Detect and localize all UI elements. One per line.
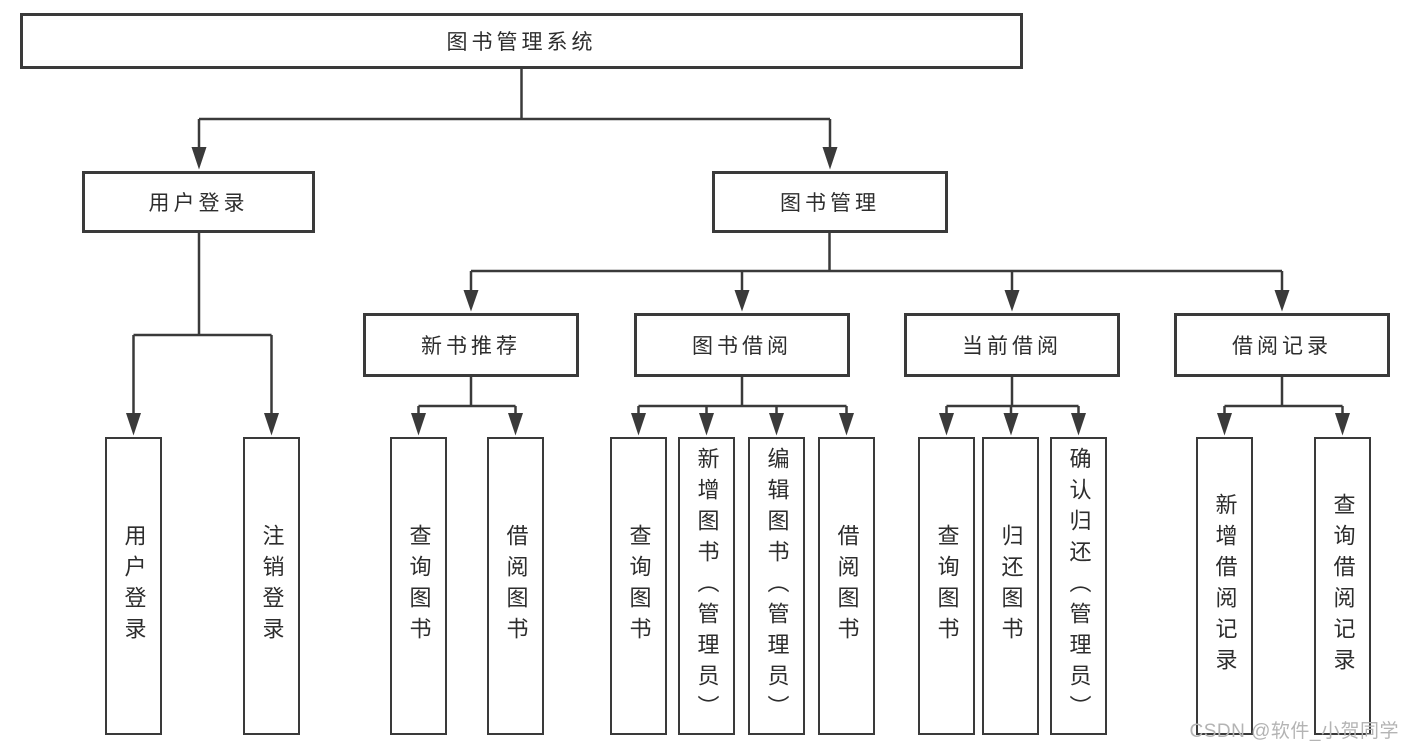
arrowheads — [126, 147, 1350, 436]
node-book-management: 图书管理 — [712, 171, 948, 233]
leaf-search-books-borrow: 查询图书 — [610, 437, 667, 735]
node-label: 查询图书 — [626, 524, 652, 648]
leaf-borrow-books: 借阅图书 — [818, 437, 875, 735]
node-label: 新书推荐 — [421, 335, 521, 358]
node-label: 查询图书 — [934, 524, 960, 648]
leaf-search-borrow-record: 查询借阅记录 — [1314, 437, 1371, 735]
node-label: 查询借阅记录 — [1330, 493, 1356, 679]
leaf-add-borrow-record: 新增借阅记录 — [1196, 437, 1253, 735]
leaf-logout: 注销登录 — [243, 437, 300, 735]
node-label: 查询图书 — [406, 524, 432, 648]
node-label: 图书管理 — [780, 192, 880, 215]
leaf-search-books-current: 查询图书 — [918, 437, 975, 735]
node-current-borrowing: 当前借阅 — [904, 313, 1120, 377]
leaf-user-login: 用户登录 — [105, 437, 162, 735]
node-label: 注销登录 — [259, 524, 285, 648]
node-label: 用户登录 — [148, 192, 249, 215]
leaf-confirm-return-admin: 确认归还（管理员） — [1050, 437, 1107, 735]
leaf-search-books-recommend: 查询图书 — [390, 437, 447, 735]
node-book-borrowing: 图书借阅 — [634, 313, 850, 377]
node-label: 用户登录 — [121, 524, 147, 648]
leaf-edit-book-admin: 编辑图书（管理员） — [748, 437, 805, 735]
node-label: 编辑图书（管理员） — [764, 446, 790, 726]
watermark: CSDN @软件_小贺同学 — [1189, 721, 1399, 742]
node-label: 借阅图书 — [834, 524, 860, 648]
node-borrowing-records: 借阅记录 — [1174, 313, 1390, 377]
node-label: 图书借阅 — [692, 335, 792, 358]
node-new-book-recommend: 新书推荐 — [363, 313, 579, 377]
node-label: 借阅记录 — [1232, 335, 1332, 358]
node-label: 当前借阅 — [962, 335, 1062, 358]
node-label: 新增借阅记录 — [1212, 493, 1238, 679]
leaf-add-book-admin: 新增图书（管理员） — [678, 437, 735, 735]
node-library-system: 图书管理系统 — [20, 13, 1023, 69]
node-label: 归还图书 — [998, 524, 1024, 648]
node-label: 借阅图书 — [503, 524, 529, 648]
node-label: 确认归还（管理员） — [1066, 446, 1092, 726]
leaf-borrow-books-recommend: 借阅图书 — [487, 437, 544, 735]
node-label: 图书管理系统 — [446, 31, 597, 54]
leaf-return-books: 归还图书 — [982, 437, 1039, 735]
node-label: 新增图书（管理员） — [694, 446, 720, 726]
node-user-login: 用户登录 — [82, 171, 315, 233]
